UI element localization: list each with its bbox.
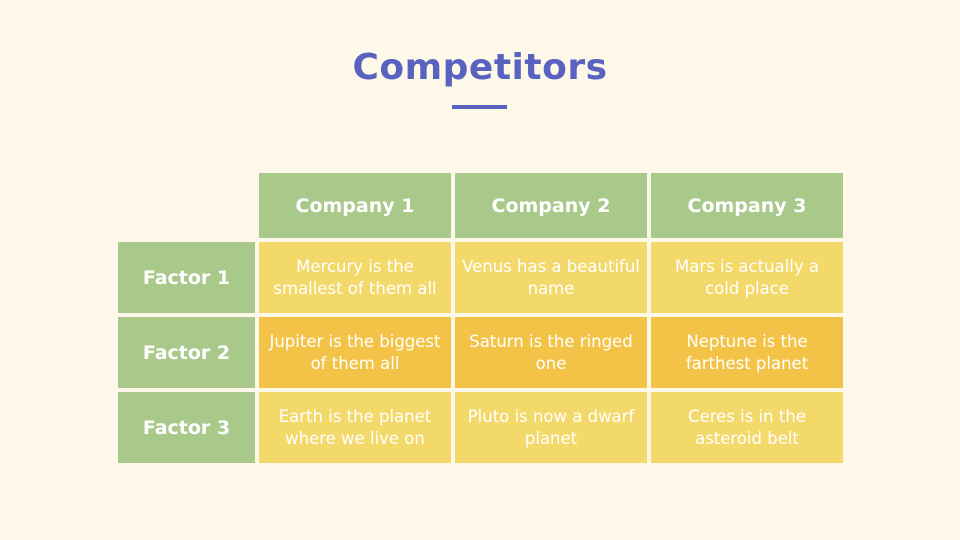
table-cell: Pluto is now a dwarf planet	[455, 392, 647, 463]
row-header-factor-3: Factor 3	[118, 392, 255, 463]
table-cell: Neptune is the farthest planet	[651, 317, 843, 388]
table-cell: Mars is actually a cold place	[651, 242, 843, 313]
row-header-factor-1: Factor 1	[118, 242, 255, 313]
table-cell: Venus has a beautiful name	[455, 242, 647, 313]
slide-title: Competitors	[352, 47, 608, 88]
table-cell: Earth is the planet where we live on	[259, 392, 451, 463]
competitor-table: Company 1 Company 2 Company 3 Factor 1 M…	[118, 173, 843, 463]
table-cell: Jupiter is the biggest of them all	[259, 317, 451, 388]
table-cell: Saturn is the ringed one	[455, 317, 647, 388]
table-cell: Mercury is the smallest of them all	[259, 242, 451, 313]
column-header-company-3: Company 3	[651, 173, 843, 238]
row-header-factor-2: Factor 2	[118, 317, 255, 388]
table-corner	[118, 173, 255, 238]
title-underline	[452, 105, 507, 109]
column-header-company-1: Company 1	[259, 173, 451, 238]
column-header-company-2: Company 2	[455, 173, 647, 238]
table-cell: Ceres is in the asteroid belt	[651, 392, 843, 463]
